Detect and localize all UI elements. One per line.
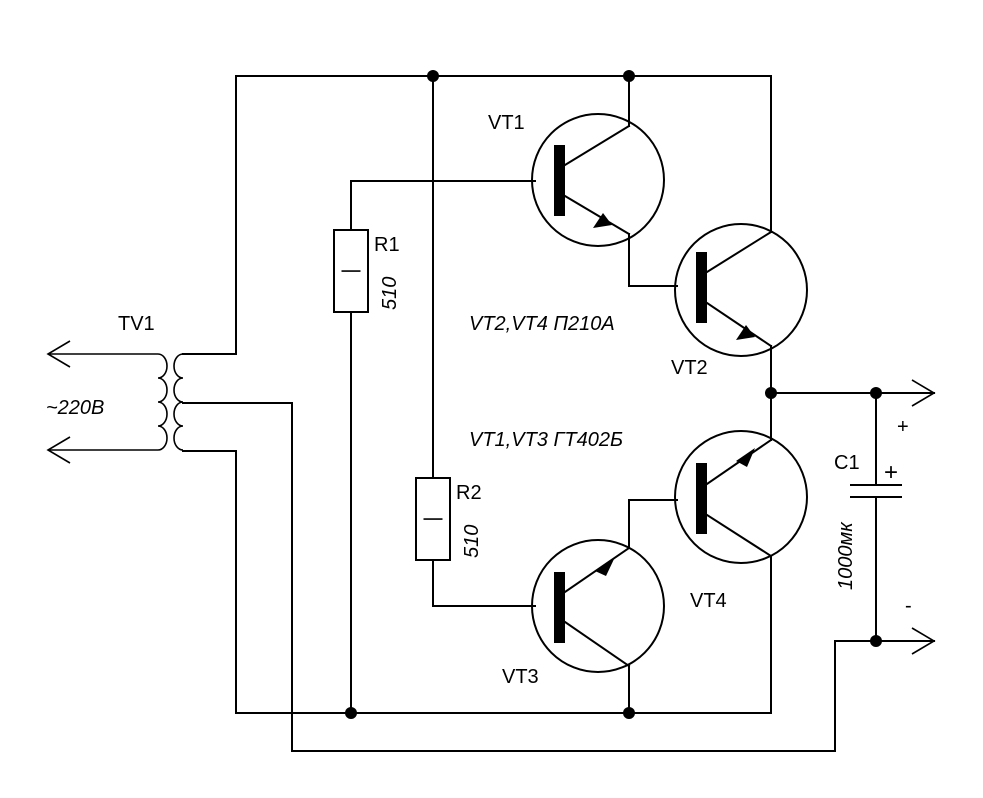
capacitor-c1: + C1 1000мк	[834, 452, 902, 590]
resistor-mark: |	[421, 516, 443, 521]
junction-dot	[870, 387, 882, 399]
transistor-envelope	[674, 223, 808, 357]
transistor-label: VT3	[502, 666, 539, 688]
primary-winding	[48, 353, 168, 451]
transistor-base-bar	[696, 463, 707, 534]
junction-dot	[870, 635, 882, 647]
resistor-value: 510	[379, 277, 401, 310]
emitter-arrow	[595, 557, 615, 576]
junction-dot	[427, 70, 439, 82]
input-arrow-top	[46, 340, 71, 368]
emitter-arrow	[736, 448, 755, 467]
transistor-base-bar	[554, 572, 565, 643]
resistor-value: 510	[461, 525, 483, 558]
resistor-body	[333, 229, 369, 313]
capacitor-value: 1000мк	[835, 521, 857, 590]
resistor-mark: |	[339, 268, 361, 273]
resistor-label: R2	[456, 482, 482, 504]
transistor-label: VT1	[488, 112, 525, 134]
junction-dot	[765, 387, 777, 399]
capacitor-polarity: +	[884, 459, 898, 486]
driver-transistor-note: VT1,VT3 ГТ402Б	[469, 429, 623, 451]
outputs: + -	[897, 379, 936, 655]
junction-dot	[623, 70, 635, 82]
resistor-label: R1	[374, 234, 400, 256]
transistor-envelope	[531, 539, 665, 673]
junction-dots	[345, 70, 882, 719]
transistor-base-bar	[696, 252, 707, 323]
output-plus-label: +	[897, 416, 909, 438]
output-minus-label: -	[905, 595, 912, 617]
resistor-r2: | R2 510	[415, 477, 483, 561]
transistor-envelope	[531, 113, 665, 247]
transformer-tv1: TV1 ~220В	[46, 313, 184, 464]
output-arrow-plus	[911, 379, 936, 407]
transistor-envelope	[674, 430, 808, 564]
transistor-base-bar	[554, 145, 565, 216]
resistor-r1: | R1 510	[333, 229, 401, 313]
resistor-body	[415, 477, 451, 561]
junction-dot	[345, 707, 357, 719]
transformer-label: TV1	[118, 313, 155, 335]
part-notes: VT2,VT4 П210А VT1,VT3 ГТ402Б	[469, 313, 623, 451]
wires	[182, 75, 935, 752]
input-voltage-label: ~220В	[46, 397, 104, 419]
power-transistor-note: VT2,VT4 П210А	[469, 313, 615, 335]
output-arrow-minus	[911, 627, 936, 655]
transistor-label: VT4	[690, 590, 727, 612]
emitter-arrow	[593, 213, 612, 228]
transistor-vt3: VT3	[502, 539, 665, 688]
secondary-winding	[173, 353, 184, 451]
capacitor-label: C1	[834, 452, 860, 474]
junction-dot	[623, 707, 635, 719]
transistor-label: VT2	[671, 357, 708, 379]
transistor-vt2: VT2	[671, 223, 808, 379]
emitter-arrow	[736, 325, 755, 340]
transistor-vt4: VT4	[674, 430, 808, 612]
transistor-vt1: VT1	[488, 112, 665, 247]
input-arrow-bottom	[46, 436, 71, 464]
